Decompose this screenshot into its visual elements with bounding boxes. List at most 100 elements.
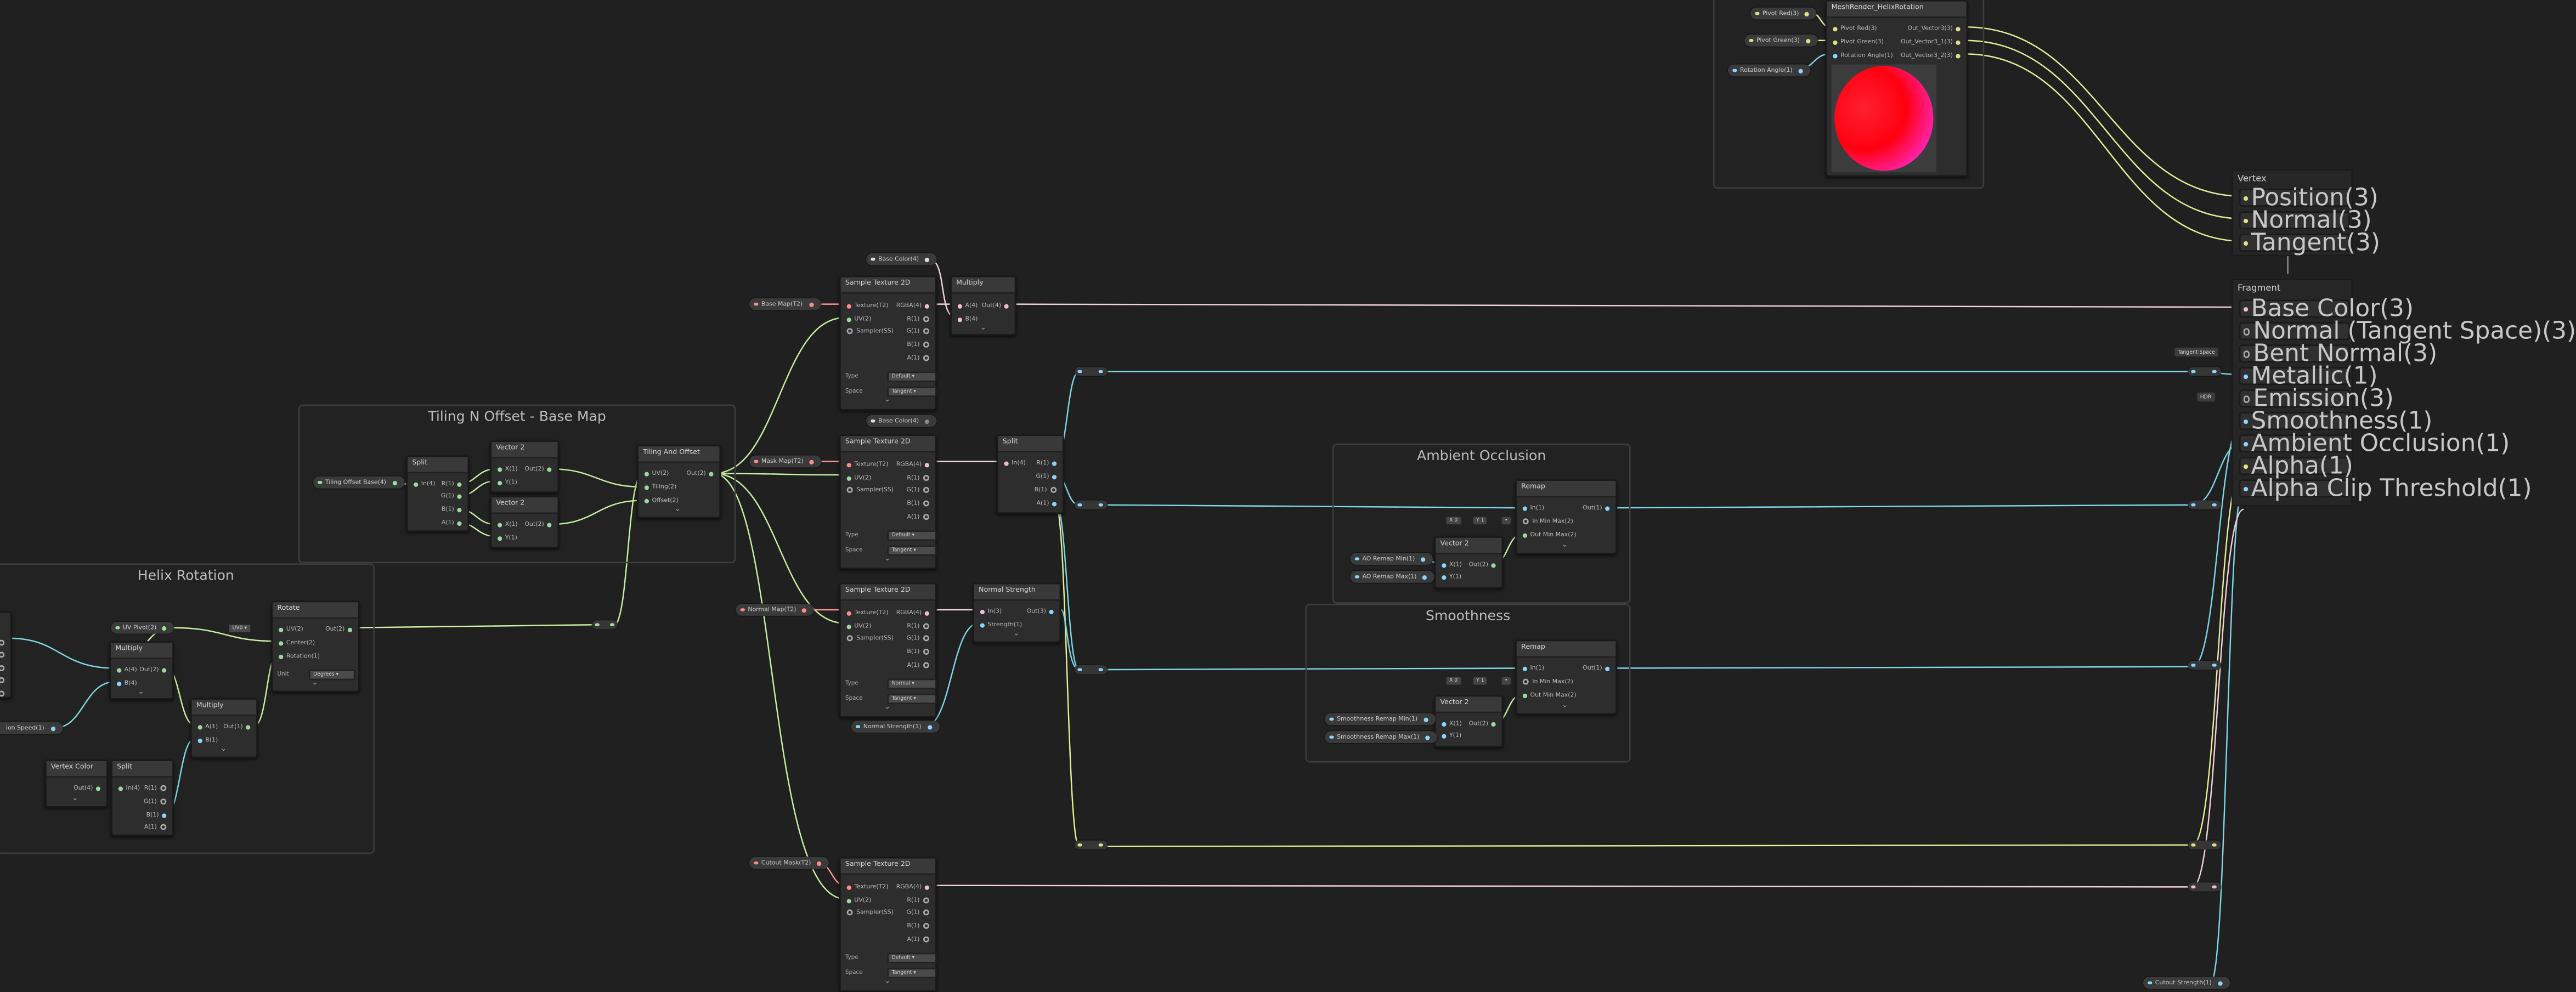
port-g[interactable]: G(1) <box>1036 471 1060 483</box>
port-g[interactable]: G(1) <box>906 632 932 644</box>
port-a[interactable]: A(1) <box>907 659 932 671</box>
vertex-port-tangent[interactable]: Tangent(3) <box>2239 230 2380 254</box>
vector2-node-smoothness[interactable]: Vector 2 X(1) Y(1) Out(2) <box>1434 695 1504 748</box>
port-b[interactable]: B(1) <box>1035 484 1060 496</box>
port-a[interactable]: A(1) <box>1037 497 1060 509</box>
property-cutout-mask[interactable]: Cutout Mask(T2) <box>749 857 829 869</box>
port-texture[interactable]: Texture(T2) <box>844 458 888 471</box>
port-out[interactable]: Out(2) <box>325 623 355 636</box>
property-rotation-speed[interactable]: ion Speed(1) <box>0 722 63 734</box>
in-min-field-ao[interactable]: X 0 <box>1446 517 1461 525</box>
port-sampler[interactable]: Sampler(SS) <box>844 484 894 496</box>
space-select[interactable]: Tangent ▾ <box>887 693 937 705</box>
port-out[interactable]: Out(1) <box>1583 502 1612 514</box>
port-out[interactable]: Out(2) <box>139 664 169 676</box>
chevron-down-icon[interactable]: ⌄ <box>312 678 318 688</box>
port-b[interactable]: B(1) <box>907 920 932 932</box>
type-select[interactable]: Default ▾ <box>887 953 937 963</box>
property-normal-map[interactable]: Normal Map(T2) <box>736 604 815 616</box>
sample-texture-node-mask[interactable]: Sample Texture 2D Texture(T2) UV(2) Samp… <box>839 434 937 570</box>
space-select[interactable]: Tangent ▾ <box>887 545 937 556</box>
port-out[interactable]: Out(2) <box>1469 718 1499 730</box>
fragment-port-metallic[interactable]: Metallic(1) <box>2239 364 2378 387</box>
port-x[interactable]: X(1) <box>1439 718 1462 730</box>
port-b[interactable]: B(4) <box>114 677 137 689</box>
property-ao-remap-min[interactable]: AO Remap Min(1) <box>1350 553 1433 565</box>
fragment-port-normal[interactable]: Normal (Tangent Space)(3) <box>2239 319 2576 342</box>
in-max-field-ao[interactable]: Y 1 <box>1473 517 1488 525</box>
vertex-color-node[interactable]: Vertex Color Out(4) ⌄ <box>44 759 108 808</box>
port-out-vector3-2[interactable]: Out_Vector3_2(3) <box>1901 49 1963 61</box>
port-x[interactable]: X(1) <box>495 463 518 475</box>
chevron-down-icon[interactable]: ⌄ <box>884 395 891 405</box>
port-x[interactable]: X(1) <box>1439 559 1462 571</box>
port-out-min-max[interactable]: Out Min Max(2) <box>1519 529 1577 541</box>
port-texture[interactable]: Texture(T2) <box>844 881 888 893</box>
fragment-port-ambient-occlusion[interactable]: Ambient Occlusion(1) <box>2239 430 2510 455</box>
port-sampler[interactable]: Sampler(SS) <box>844 325 894 337</box>
chevron-down-icon[interactable]: ⌄ <box>674 504 681 514</box>
chevron-down-icon[interactable]: ⌄ <box>72 794 78 803</box>
port-r[interactable]: R(1) <box>907 620 932 632</box>
multiply-node-helix-a[interactable]: Multiply A(4) B(4) Out(2) ⌄ <box>109 641 174 700</box>
remap-node-smoothness[interactable]: Remap In(1) In Min Max(2) Out Min Max(2)… <box>1515 639 1617 715</box>
property-cutout-strength[interactable]: Cutout Strength(1) <box>2143 977 2230 989</box>
port-r[interactable]: R(1) <box>1036 457 1059 469</box>
port-a[interactable]: A(1) <box>907 933 932 945</box>
port-rgba[interactable]: RGBA(4) <box>896 881 933 893</box>
port-r[interactable]: R(1) <box>442 478 465 490</box>
fragment-port-emission[interactable]: Emission(3) <box>2239 386 2394 410</box>
fragment-port-base-color[interactable]: Base Color(3) <box>2239 296 2414 320</box>
group-smoothness[interactable]: Smoothness <box>1305 604 1631 763</box>
reroute-node[interactable] <box>1074 367 1108 376</box>
port-r[interactable]: R(1) <box>907 894 932 906</box>
chevron-down-icon[interactable]: ⌄ <box>1561 701 1568 711</box>
port-b[interactable]: B(1) <box>907 338 932 350</box>
port-out[interactable]: Out(2) <box>687 467 716 479</box>
port-out-vector3[interactable]: Out_Vector3(3) <box>1907 22 1963 35</box>
reroute-node[interactable] <box>2188 882 2221 892</box>
fragment-port-alpha-clip[interactable]: Alpha Clip Threshold(1) <box>2239 475 2532 500</box>
reroute-node[interactable] <box>2188 840 2221 850</box>
port-out[interactable]: Out(3) <box>1027 605 1057 617</box>
port-g[interactable]: G(1) <box>906 325 932 337</box>
port-r[interactable]: R(1) <box>144 782 170 794</box>
offscreen-node[interactable] <box>0 611 12 699</box>
split-node-mask[interactable]: Split In(4) R(1) G(1) B(1) A(1) <box>996 434 1064 514</box>
port-x[interactable]: X(1) <box>495 518 518 530</box>
normal-strength-node[interactable]: Normal Strength In(3) Strength(1) Out(3)… <box>973 582 1061 643</box>
property-pivot-green[interactable]: Pivot Green(3) <box>1744 34 1818 47</box>
port-uv[interactable]: UV(2) <box>844 472 871 484</box>
rotate-node[interactable]: Rotate UV(2) Center(2) Rotation(1) Out(2… <box>271 600 360 693</box>
port-sampler[interactable]: Sampler(SS) <box>844 632 894 644</box>
chevron-down-icon[interactable]: ⌄ <box>138 688 144 697</box>
chevron-down-icon[interactable]: ⌄ <box>884 977 891 986</box>
port-in[interactable]: In(1) <box>1519 662 1544 674</box>
subgraph-helix-node[interactable]: MeshRender_HelixRotation Pivot Red(3) Pi… <box>1825 0 1968 177</box>
vector2-node-offset[interactable]: Vector 2 X(1) Y(1) Out(2) <box>490 496 560 548</box>
reroute-node[interactable] <box>2188 367 2221 376</box>
vertex-port-normal[interactable]: Normal(3) <box>2239 207 2372 231</box>
chevron-down-icon[interactable]: ⌄ <box>884 702 891 712</box>
reroute-node[interactable] <box>2188 660 2221 670</box>
port-y[interactable]: Y(1) <box>1439 571 1461 583</box>
sample-texture-node-normal[interactable]: Sample Texture 2D Texture(T2) UV(2) Samp… <box>839 582 937 718</box>
reroute-node[interactable] <box>1074 665 1108 674</box>
port-out[interactable]: Out(2) <box>524 463 554 475</box>
in-min-field-smoothness[interactable]: X 0 <box>1446 677 1461 685</box>
port-texture[interactable]: Texture(T2) <box>844 607 888 619</box>
port-in[interactable]: In(4) <box>411 478 435 490</box>
port-r[interactable]: R(1) <box>907 472 932 484</box>
property-rotation-angle[interactable]: Rotation Angle(1) <box>1728 64 1811 77</box>
port-pivot-green[interactable]: Pivot Green(3) <box>1830 36 1884 48</box>
port-b[interactable]: B(1) <box>907 497 932 509</box>
property-smoothness-remap-min[interactable]: Smoothness Remap Min(1) <box>1325 713 1436 725</box>
property-base-color-mid[interactable]: Base Color(4) <box>866 415 937 427</box>
port-a[interactable]: A(1) <box>907 511 932 523</box>
port-g[interactable]: G(1) <box>144 796 170 808</box>
port-texture[interactable]: Texture(T2) <box>844 299 888 311</box>
vertex-port-position[interactable]: Position(3) <box>2239 185 2379 209</box>
group-ambient-occlusion[interactable]: Ambient Occlusion <box>1332 443 1631 604</box>
reroute-node[interactable] <box>2188 500 2221 509</box>
chevron-down-icon[interactable]: ⌄ <box>1013 629 1020 638</box>
